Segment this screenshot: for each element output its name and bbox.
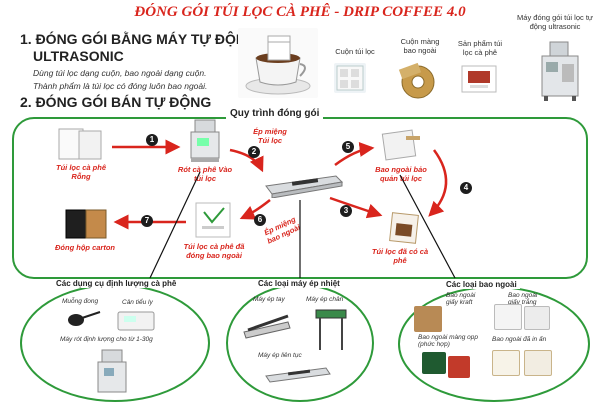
step-number-3: 3 [340,205,352,217]
hand-sealer-label: Máy ép tay [253,296,285,303]
section1-desc-2: Thành phẩm là túi lọc có đóng luôn bao n… [33,81,208,91]
group-outer-bags-title: Các loại bao ngoài [443,280,520,289]
scale-image [116,308,156,332]
foot-sealer-label: Máy ép chân [306,296,344,303]
step-filled-filter-label: Túi lọc đã có cà phê [371,247,429,265]
step-number-4: 4 [460,182,472,194]
step-filled-filter-image [386,210,422,246]
outer-film-roll-image [398,60,438,100]
step-seal-filter-label: Ép miệng Túi lọc [253,127,287,145]
foot-sealer-image [310,306,352,352]
section1-heading-line2: ULTRASONIC [33,48,124,64]
section1-desc-1: Dùng túi lọc dạng cuộn, bao ngoài dạng c… [33,68,207,78]
printed-bag-label: Bao ngoài đã in ấn [492,336,547,343]
printed-bag-image-2 [524,350,552,376]
ultrasonic-machine-image [536,40,584,102]
step-number-7: 7 [141,215,153,227]
step-pour-machine-image [185,118,225,164]
dosing-machine-label: Máy rót định lượng cho từ 1-30g [60,336,153,343]
scoop-image [66,308,102,330]
white-bag-image [494,304,522,330]
step-finished-bag-label: Túi lọc cà phê đã đóng bao ngoài [183,242,245,260]
continuous-sealer-image [262,168,344,199]
step-outer-bag-image [376,128,424,162]
step-number-2: 2 [248,146,260,158]
step-number-5: 5 [342,141,354,153]
kraft-bag-image [414,306,442,332]
group-heat-sealers-title: Các loại máy ép nhiệt [255,279,343,288]
scale-label: Cân tiểu ly [122,299,153,306]
kraft-bag-label: Bao ngoài giấy kraft [446,292,476,307]
step-pour-label: Rót cà phê Vào túi lọc [177,165,233,183]
product-image [460,62,498,94]
page-title: ĐÓNG GÓI TÚI LỌC CÀ PHÊ - DRIP COFFEE 4.… [134,4,466,20]
continuous-sealer-small-image [262,362,334,386]
ultrasonic-machine-label: Máy đóng gói túi lọc tự động ultrasonic [517,13,593,31]
step-carton-label: Đóng hộp carton [55,243,115,252]
step-finished-bag-image [190,200,238,240]
printed-bag-image-1 [492,350,520,376]
section1-heading: 1. ĐÓNG GÓI BẰNG MÁY TỰ ĐỘNG [20,31,257,47]
group-dosing-title: Các dụng cụ định lượng cà phê [53,279,180,288]
outer-film-roll-label: Cuộn màng bao ngoài [400,37,440,55]
coffee-cup-image [238,28,318,98]
step-number-1: 1 [146,134,158,146]
white-bag-label: Bao ngoài giấy trắng [508,292,538,307]
process-title: Quy trình đóng gói [226,108,324,119]
opp-bag-image-1 [422,352,446,374]
scoop-label: Muỗng đong [62,298,99,305]
filter-roll-image [334,63,366,93]
hand-sealer-image [240,310,294,340]
white-bag-image-2 [524,306,550,330]
continuous-sealer-label: Máy ép liên tục [258,352,302,359]
step-number-6: 6 [254,214,266,226]
product-label: Sản phẩm túi lọc cà phê [457,39,503,57]
section2-heading: 2. ĐÓNG GÓI BÁN TỰ ĐỘNG [20,94,212,110]
step-empty-filter-label: Túi lọc cà phê Rỗng [55,163,106,181]
dosing-machine-image [92,348,132,398]
opp-bag-image-2 [448,356,470,378]
step-empty-filter-image [55,125,105,163]
step-carton-image [62,206,110,242]
opp-bag-label: Bao ngoài màng opp (phức hợp) [418,334,478,349]
filter-roll-label: Cuộn túi lọc [335,47,375,56]
